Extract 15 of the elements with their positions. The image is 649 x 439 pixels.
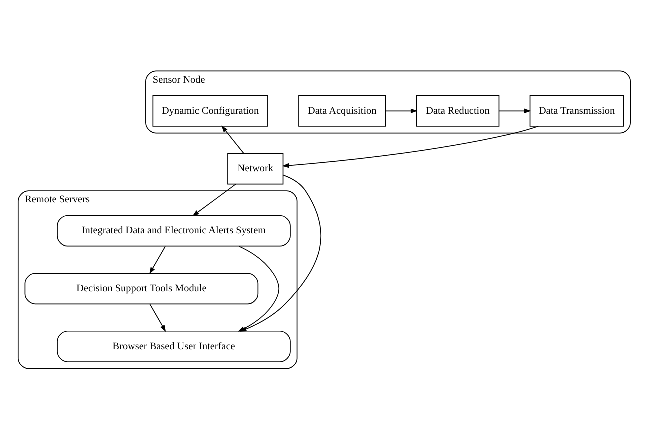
node-box: Decision Support Tools Module: [24, 272, 259, 304]
node-box: Data Acquisition: [298, 94, 386, 126]
arrow: [222, 125, 244, 154]
node-box: Browser Based User Interface: [57, 330, 291, 362]
node-box: Data Reduction: [416, 94, 500, 126]
arrow: [385, 108, 418, 114]
node-box: Integrated Data and Electronic Alerts System: [57, 214, 291, 246]
node-box: Network: [228, 152, 284, 184]
arrow: [150, 304, 166, 332]
arrow: [150, 246, 166, 274]
node-box: Data Transmission: [530, 94, 624, 126]
arrow: [282, 126, 540, 168]
arrow: [498, 108, 532, 114]
arrow: [192, 184, 236, 216]
node-box: Dynamic Configuration: [152, 94, 268, 126]
